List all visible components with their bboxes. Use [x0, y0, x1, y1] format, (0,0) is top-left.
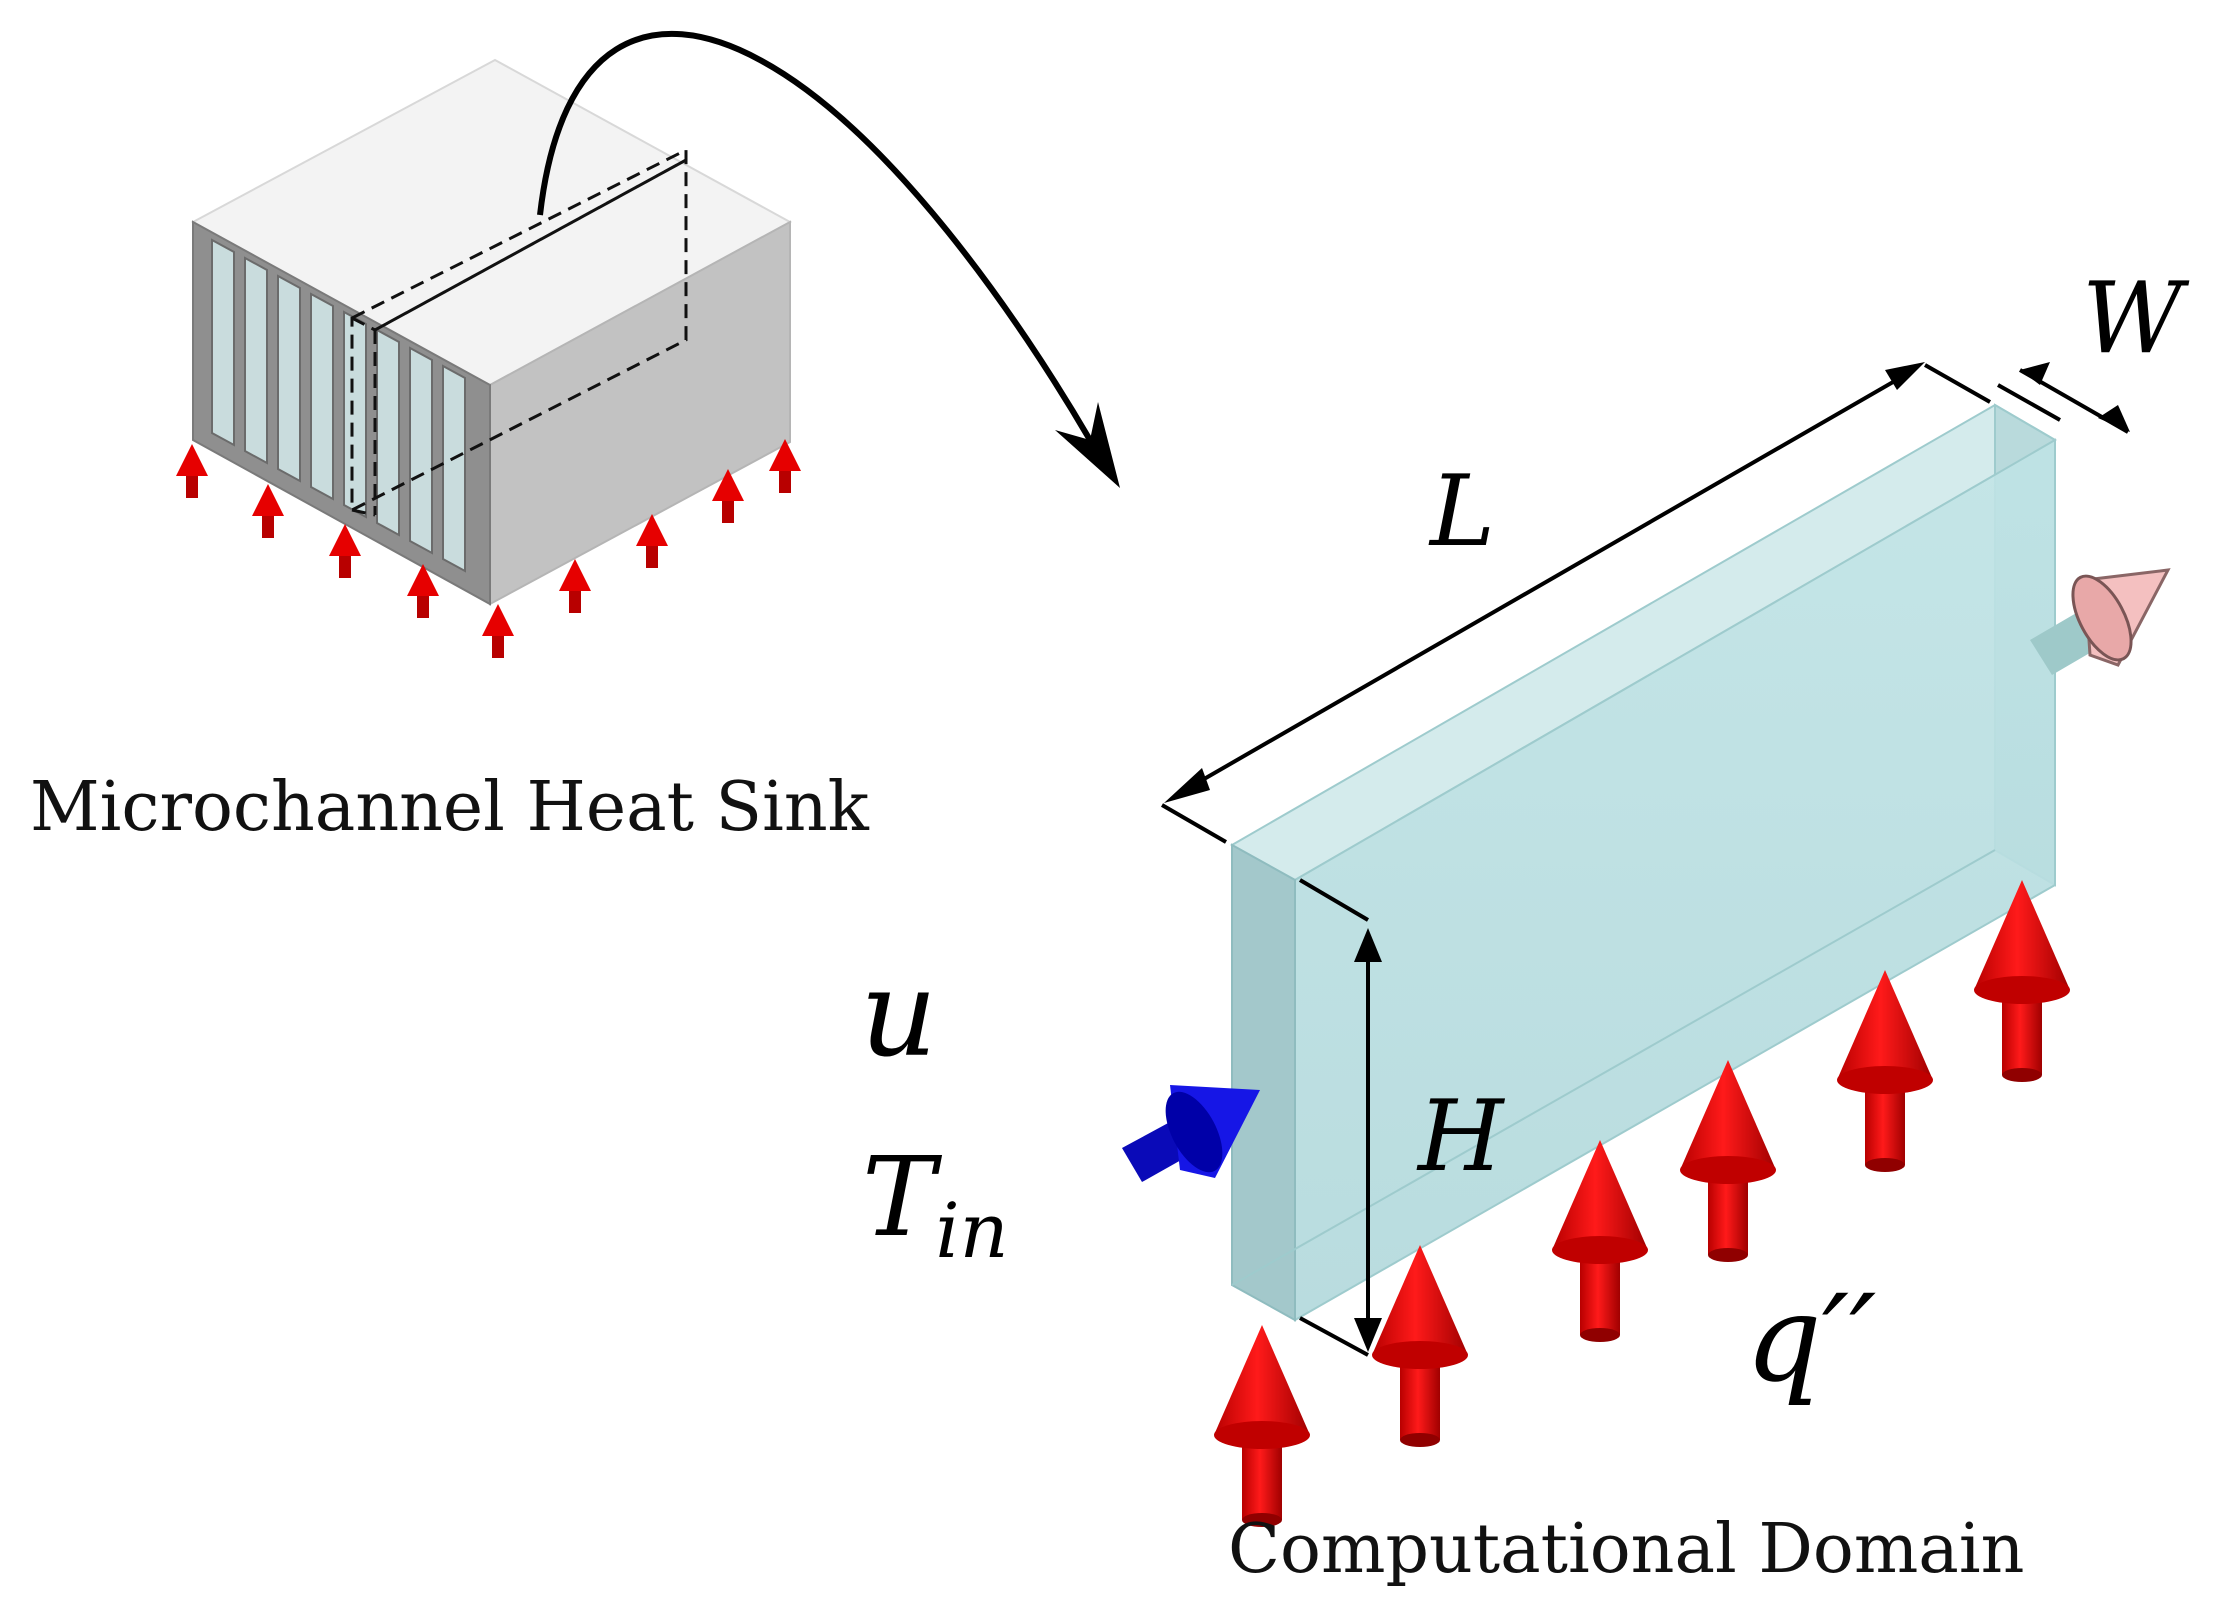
heat-flux-arrow	[1974, 880, 2070, 1082]
small-heat-flux-arrow	[252, 484, 284, 538]
heat-flux-arrow	[1837, 970, 1933, 1172]
heat-flux-arrow	[1552, 1140, 1648, 1342]
small-heat-flux-arrow	[407, 564, 439, 618]
heat-flux-arrow	[1680, 1060, 1776, 1262]
small-heat-flux-arrow	[482, 604, 514, 658]
inlet-flow-arrow	[1122, 1085, 1260, 1182]
small-heat-flux-arrow	[769, 439, 801, 493]
zoom-transfer-arrow	[537, 30, 1120, 488]
small-heat-flux-arrow	[559, 559, 591, 613]
channel-slot	[343, 310, 367, 519]
channel-slot	[442, 364, 466, 573]
dimension-height	[1298, 878, 1370, 1357]
velocity-label: u	[860, 945, 937, 1084]
heat-sink-heat-flux-arrows	[176, 439, 801, 658]
outlet-flow-arrow	[2030, 568, 2171, 675]
channel-slot	[211, 238, 235, 447]
small-heat-flux-arrow	[329, 524, 361, 578]
dimension-width-arrowhead-start	[2020, 362, 2050, 385]
extracted-domain-outline	[350, 147, 688, 517]
heat-sink-caption: Microchannel Heat Sink	[30, 768, 870, 847]
channel-slot	[310, 292, 334, 501]
channel-slot	[409, 346, 433, 555]
inlet-temperature-label: Tin	[862, 1133, 1009, 1275]
small-heat-flux-arrow	[636, 514, 668, 568]
height-label: H	[1416, 1080, 1506, 1194]
width-label: W	[2082, 262, 2190, 376]
heat-sink-channels	[211, 238, 466, 573]
channel-slot	[376, 328, 400, 537]
dimension-height-arrowhead-top	[1354, 928, 1382, 962]
dimension-length	[1160, 363, 1991, 844]
length-label: L	[1428, 455, 1495, 569]
dimension-length-arrowhead-end	[1885, 362, 1925, 390]
small-heat-flux-arrow	[712, 469, 744, 523]
dimension-width-arrowhead-end	[2098, 405, 2130, 432]
heat-flux-arrow	[1214, 1325, 1310, 1527]
dimension-length-arrowhead-start	[1164, 768, 1210, 803]
small-heat-flux-arrow	[176, 444, 208, 498]
channel-slot	[244, 256, 268, 465]
dimension-height-arrowhead-bottom	[1354, 1318, 1382, 1352]
domain-heat-flux-arrows	[1214, 880, 2070, 1527]
domain-inlet-face	[1231, 843, 1296, 1322]
heat-flux-arrow	[1372, 1245, 1468, 1447]
heat-flux-label: q′′	[1745, 1270, 1876, 1409]
channel-slot	[277, 274, 301, 483]
domain-caption: Computational Domain	[1228, 1510, 2024, 1589]
computational-domain	[1229, 403, 2057, 1322]
heat-sink-illustration	[176, 58, 801, 658]
